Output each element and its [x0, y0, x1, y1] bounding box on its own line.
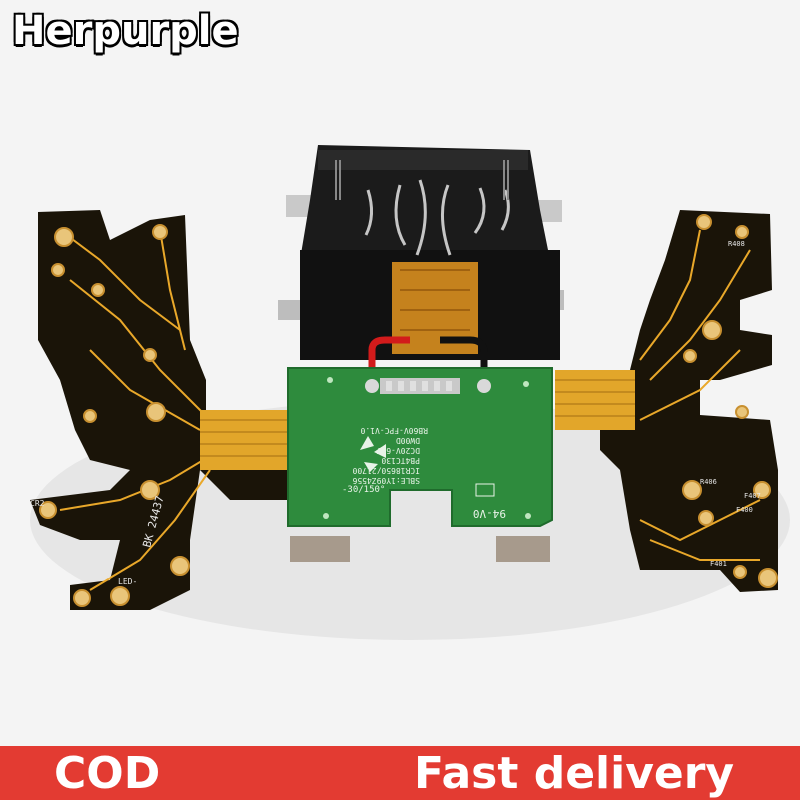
brand-watermark: Herpurple: [12, 8, 239, 54]
recycle-icon: [360, 436, 386, 472]
main-green-pcb: RB60V-FPC-V1.0 DW00D DC20V-60V PB4TC130 …: [287, 367, 553, 527]
left-flex-led-b: LED-: [118, 577, 137, 586]
pcb-text-line1: RB60V-FPC-V1.0: [360, 426, 428, 435]
pcb-text-line4: PB4TC130: [381, 456, 420, 465]
right-flex-r408: R408: [728, 240, 745, 248]
cod-label: COD: [54, 748, 161, 799]
left-flex-led-a: LED-: [92, 573, 111, 582]
fast-delivery-label: Fast delivery: [414, 748, 735, 799]
right-flex-f407: F407: [744, 492, 761, 500]
pcb-text-line2: DW00D: [396, 436, 420, 445]
pcb-text-line5: ICR18650/21700: [352, 466, 420, 475]
battery-connector: [278, 145, 564, 392]
left-flex-cr: CR2: [30, 499, 45, 508]
right-flex-f400: F400: [736, 506, 753, 514]
pcb-model-text: 94-V0: [473, 507, 506, 520]
left-flex-pcb: BK 24437 LED- LED- CR2: [30, 210, 300, 610]
pcb-temp-rating: -30/150°: [342, 485, 385, 495]
promo-banner: COD Fast delivery: [0, 746, 800, 800]
right-flex-r406: R406: [700, 478, 717, 486]
pcb-text-line6: SBLE:1Y09Z4556: [352, 476, 420, 485]
right-flex-pcb: R408 R406 F400 F407 F401: [555, 210, 778, 592]
right-flex-f401: F401: [710, 560, 727, 568]
pcb-text-line3: DC20V-60V: [376, 446, 420, 455]
